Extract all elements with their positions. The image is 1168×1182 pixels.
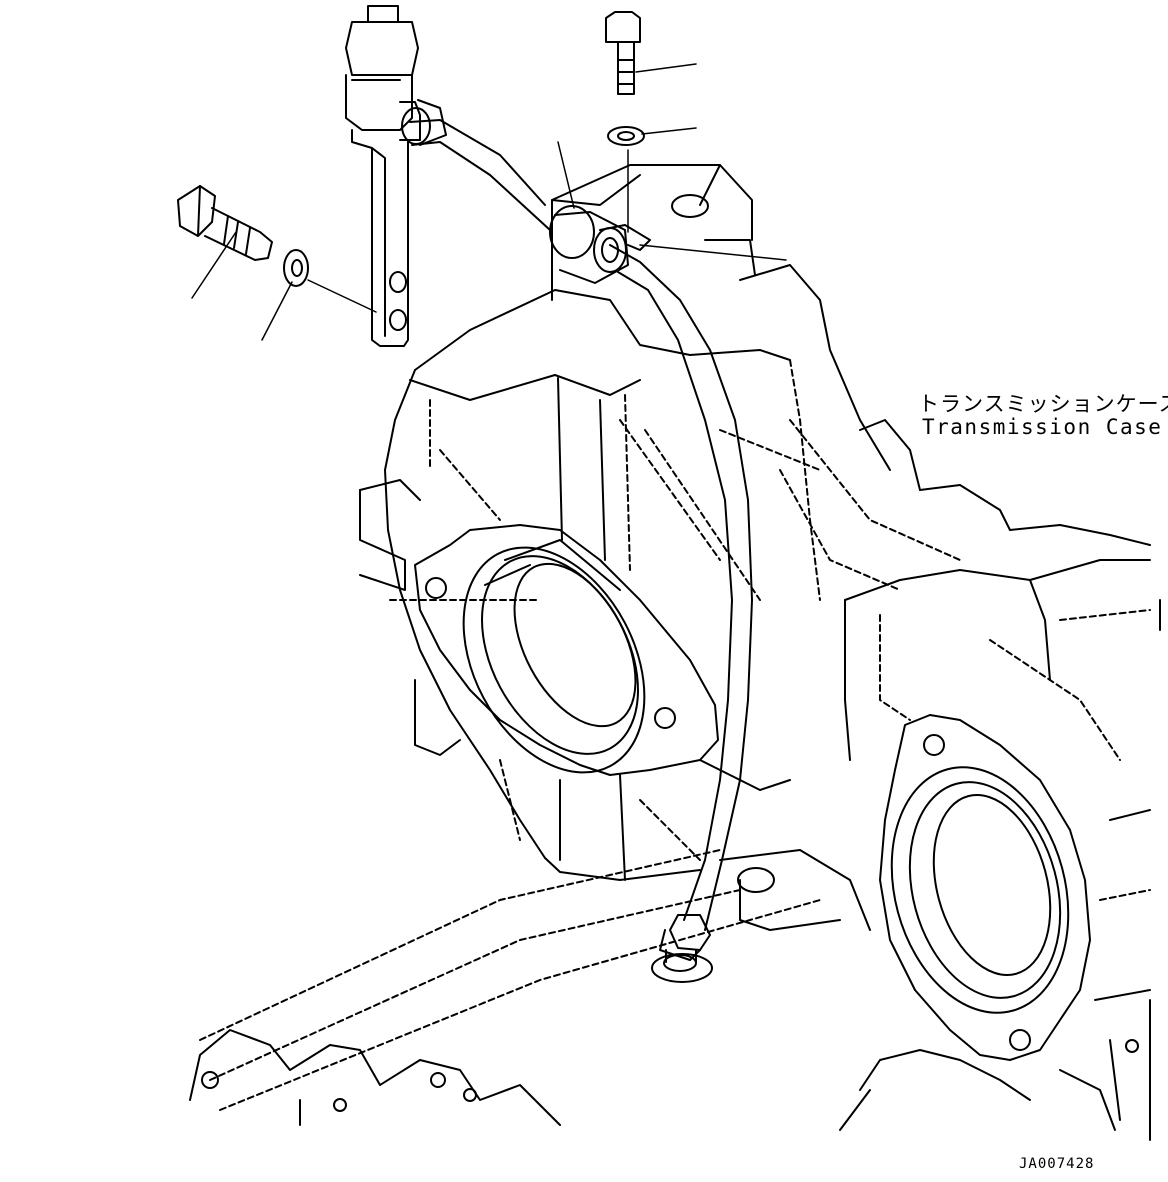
component-label-japanese: トランスミッションケース xyxy=(918,392,1168,416)
component-label-english: Transmission Case xyxy=(922,415,1163,439)
leader-lines xyxy=(191,63,787,341)
hose-clamp xyxy=(549,205,651,284)
drawing-id: JA007428 xyxy=(1019,1156,1095,1172)
left-bolt xyxy=(177,185,273,261)
left-washer xyxy=(283,249,309,287)
lower-hose-fitting xyxy=(651,914,713,983)
top-bolt xyxy=(605,11,641,95)
breather-bracket xyxy=(345,5,447,347)
top-washer xyxy=(607,126,645,146)
breather-hose xyxy=(409,119,753,931)
transmission-case xyxy=(189,164,1161,1141)
